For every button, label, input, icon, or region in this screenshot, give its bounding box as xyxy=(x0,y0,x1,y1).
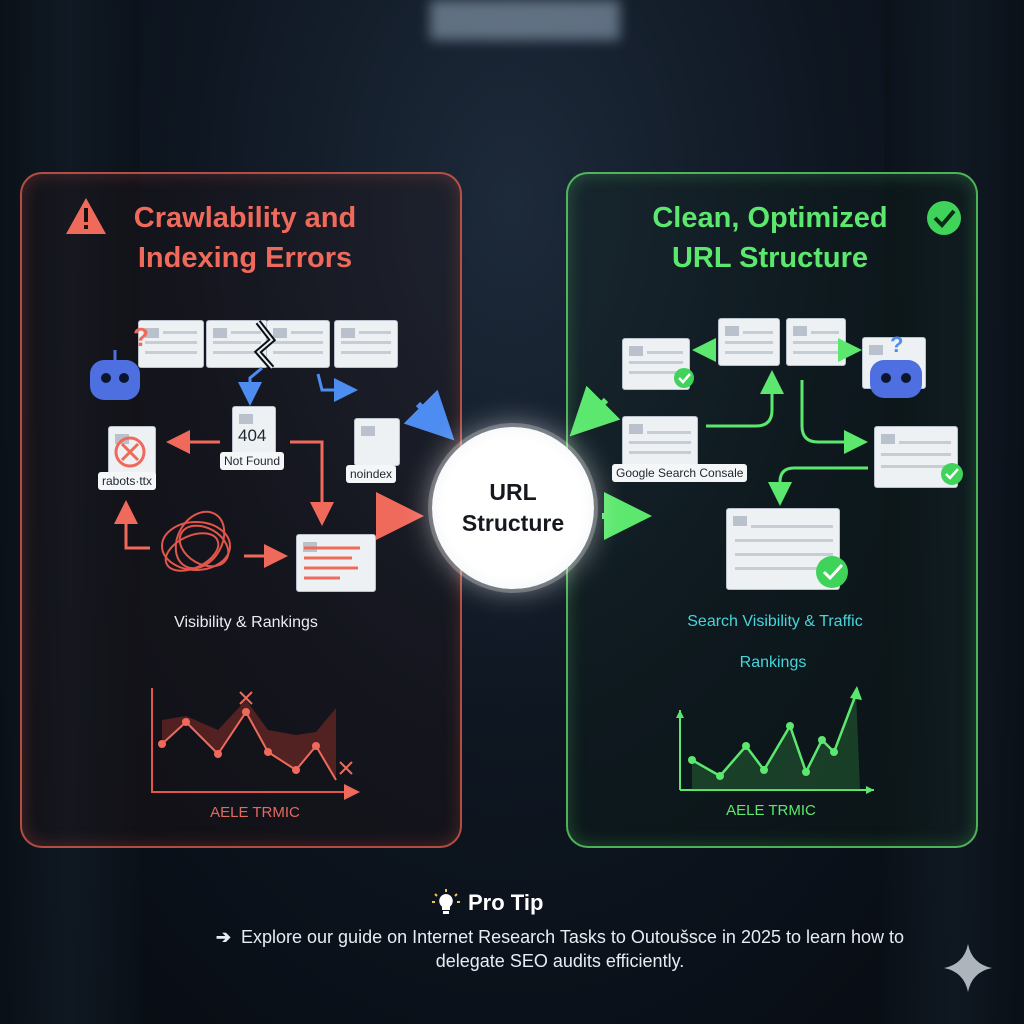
page-doc xyxy=(334,320,398,368)
label-not-found: Not Found xyxy=(220,452,285,470)
page-doc xyxy=(786,318,846,366)
file-noindex xyxy=(354,418,400,466)
hub-line1: URL xyxy=(489,479,537,505)
label-gsc: Google Search Consale xyxy=(612,464,748,482)
right-caption-rankings: Rankings xyxy=(739,654,807,671)
page-doc xyxy=(718,318,780,366)
ceiling-light xyxy=(430,0,620,40)
pro-tip-line1: Explore our guide on Internet Research T… xyxy=(241,927,905,947)
page-doc-errors xyxy=(296,534,376,592)
pro-tip-label: Pro Tip xyxy=(468,890,544,915)
label-robots: rabots·ttx xyxy=(98,472,157,490)
gsc-doc xyxy=(622,416,698,468)
errors-title: Crawlability and Indexing Errors xyxy=(60,198,430,278)
left-chart-caption: AELE TRMIC xyxy=(210,804,300,821)
optimized-title-line2: URL Structure xyxy=(671,242,869,274)
label-404: 404 xyxy=(238,426,267,445)
page-doc xyxy=(874,426,958,488)
page-doc xyxy=(138,320,204,368)
left-caption: Visibility & Rankings xyxy=(174,614,318,631)
optimized-title-line1: Clean, Optimized xyxy=(652,202,888,234)
page-doc xyxy=(266,320,330,368)
page-doc xyxy=(622,338,690,390)
hub-line2: Structure xyxy=(461,510,565,536)
pro-tip-heading: Pro Tip xyxy=(432,886,543,920)
right-chart-caption: AELE TRMIC xyxy=(726,802,816,819)
page-doc xyxy=(206,320,268,368)
pro-tip-line2: delegate SEO audits efficiently. xyxy=(435,951,685,971)
errors-title-line2: Indexing Errors xyxy=(137,242,353,274)
right-caption-traffic: Search Visibility & Traffic xyxy=(687,613,863,630)
url-structure-hub: URL Structure xyxy=(432,427,594,589)
page-doc xyxy=(862,337,926,389)
label-noindex: noindex xyxy=(346,465,397,483)
optimized-title: Clean, Optimized URL Structure xyxy=(600,198,940,278)
arrow-right-icon: ➔ xyxy=(215,927,231,947)
lightbulb-icon xyxy=(432,889,460,914)
server-rack-right xyxy=(884,0,1024,1024)
errors-title-line1: Crawlability and xyxy=(133,202,357,234)
file-robots xyxy=(108,426,156,478)
page-doc-main xyxy=(726,508,840,590)
pro-tip-text: ➔ Explore our guide on Internet Research … xyxy=(180,925,940,973)
